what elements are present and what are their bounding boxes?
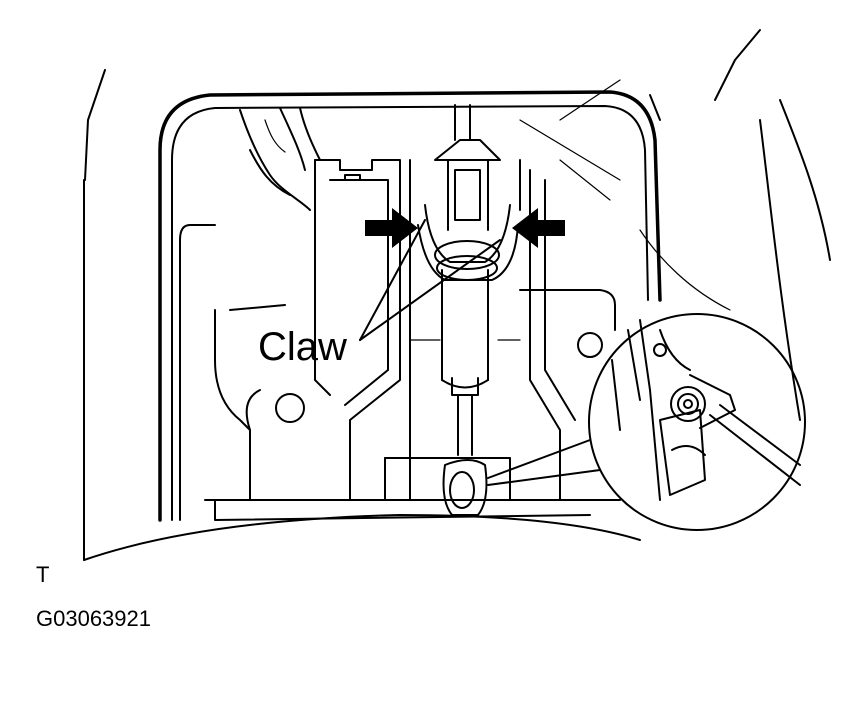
claw-leader-lines — [359, 219, 501, 341]
squeeze-arrows — [365, 208, 565, 248]
figure-code-label: G03063921 — [36, 606, 151, 631]
shift-lever-housing — [83, 90, 662, 561]
arrow-right-icon — [365, 208, 418, 248]
surrounding-console — [83, 29, 831, 561]
claw-label: Claw — [258, 325, 347, 369]
view-letter-label: T — [36, 562, 49, 587]
arrow-left-icon — [512, 208, 565, 248]
shift-cable — [417, 104, 519, 516]
detail-callout — [487, 313, 806, 531]
